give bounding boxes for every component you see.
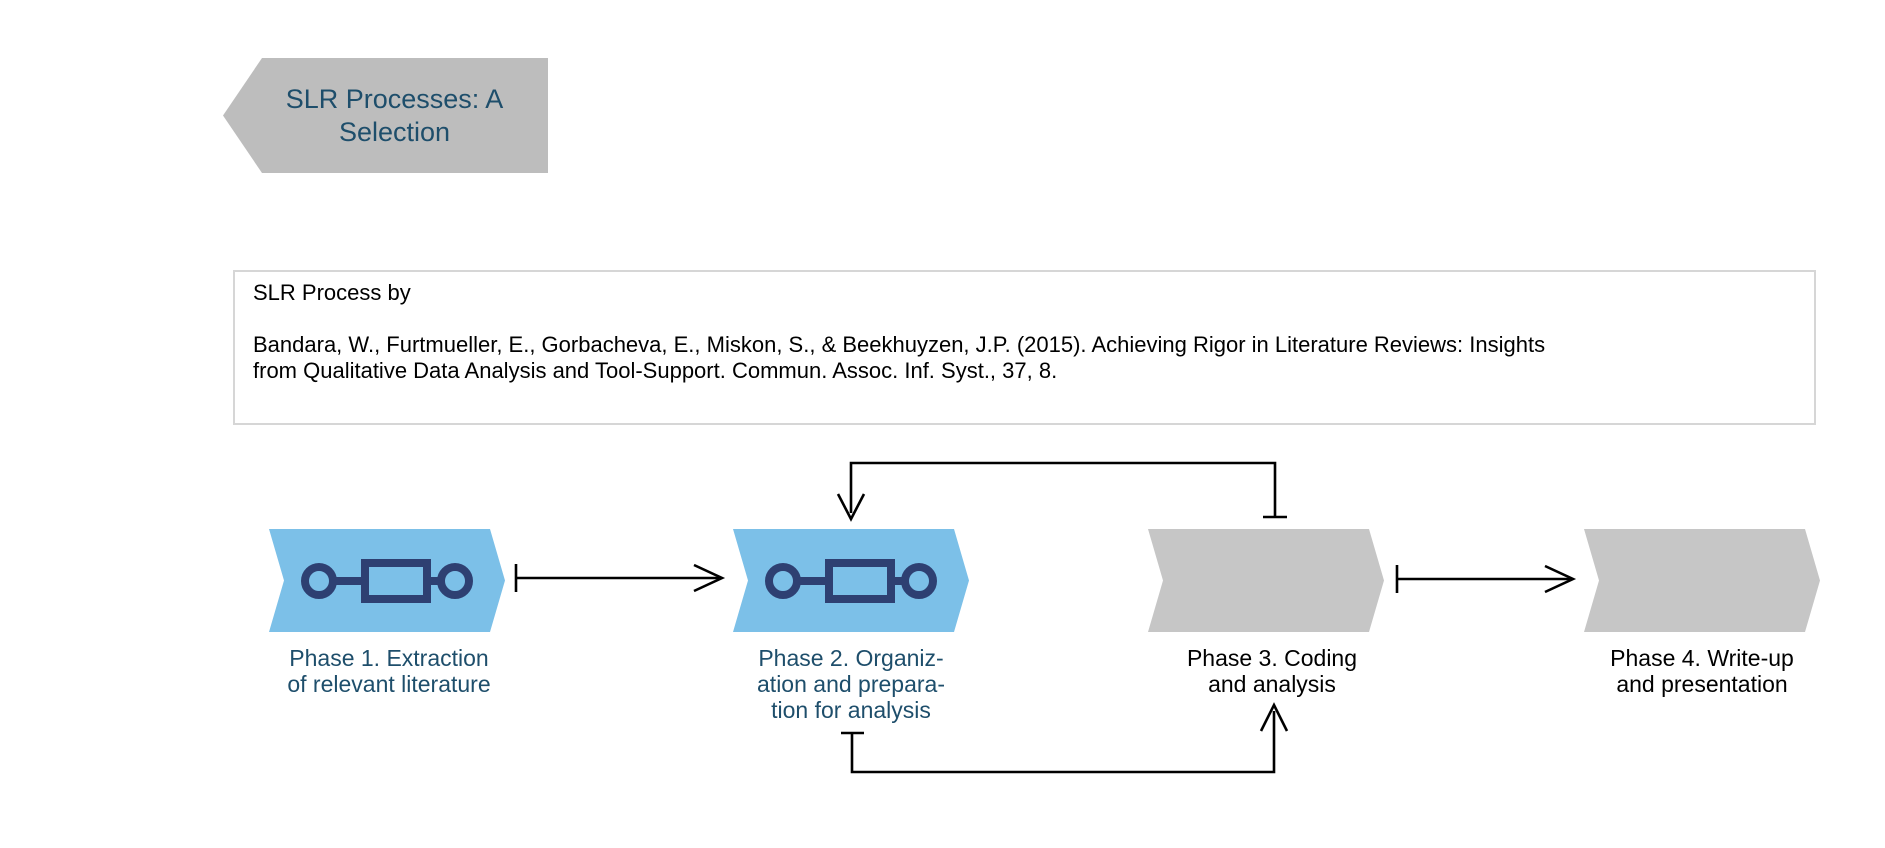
source-citation: Bandara, W., Furtmueller, E., Gorbacheva… (253, 332, 1546, 383)
arrow-phase3-to-phase4 (1395, 564, 1577, 594)
arrow-phase1-to-phase2 (514, 563, 726, 593)
phase-1-label-line: of relevant literature (287, 671, 491, 697)
title-banner-label: SLR Processes: A Selection (285, 83, 504, 147)
phase-1-chevron (269, 529, 505, 632)
feedback-arrow-phase3-to-phase2 (836, 461, 1287, 522)
phase-4-label: Phase 4. Write-up and presentation (1557, 645, 1847, 697)
phase-3-chevron (1148, 529, 1384, 632)
phase-3-label-line: and analysis (1208, 671, 1336, 697)
phase-2-label-line: Phase 2. Organiz- (758, 645, 944, 671)
phase-2-chevron (733, 529, 969, 632)
phase-4-label-line: and presentation (1616, 671, 1788, 697)
phase-2-label-line: ation and prepara- (757, 671, 945, 697)
phase-4-label-line: Phase 4. Write-up (1610, 645, 1794, 671)
process-chain-icon (765, 558, 937, 603)
phase-2-label-line: tion for analysis (771, 697, 931, 723)
phase-2-label: Phase 2. Organiz- ation and prepara- tio… (706, 645, 996, 723)
phase-3-label: Phase 3. Coding and analysis (1127, 645, 1417, 697)
process-chain-icon (301, 558, 473, 603)
phase-1-label-line: Phase 1. Extraction (289, 645, 489, 671)
phase-3-label-line: Phase 3. Coding (1186, 645, 1358, 671)
phase-1-label: Phase 1. Extraction of relevant literatu… (244, 645, 534, 697)
source-box: SLR Process by Bandara, W., Furtmueller,… (233, 270, 1816, 425)
source-heading: SLR Process by (253, 280, 411, 305)
title-banner: SLR Processes: A Selection (223, 58, 548, 173)
phase-4-chevron (1584, 529, 1820, 632)
